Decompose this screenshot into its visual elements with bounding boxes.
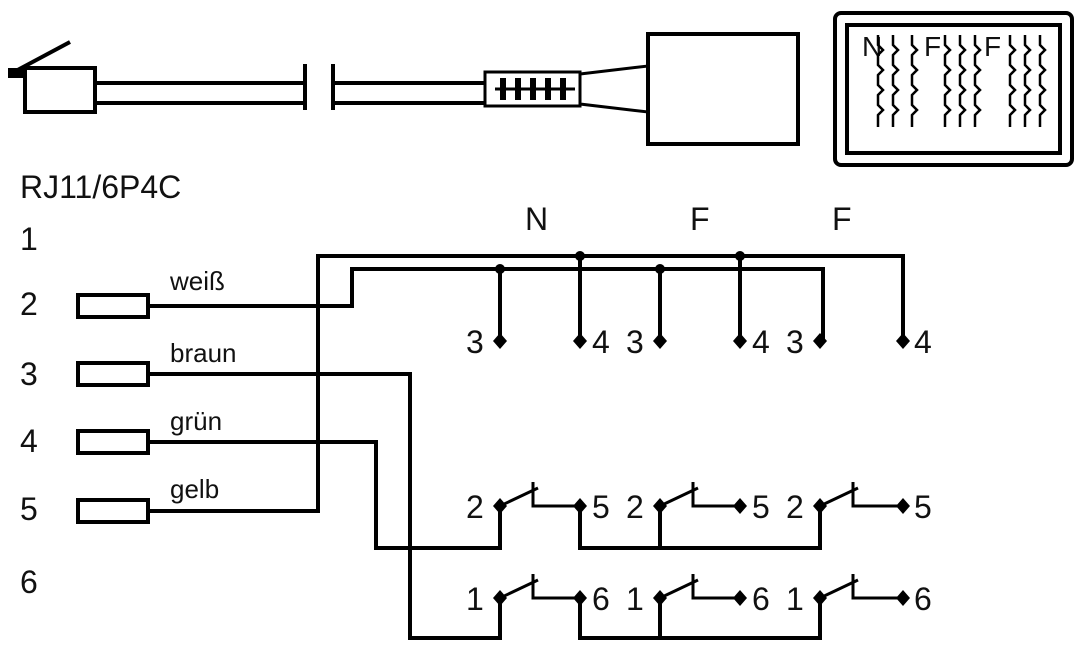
socket-housing xyxy=(646,32,800,146)
cable-right xyxy=(331,64,485,110)
switch-6-f2: 6 xyxy=(914,581,932,617)
upper-terminal-diamonds xyxy=(493,333,910,349)
cable-illustration xyxy=(8,32,800,146)
connector-type-label: RJ11/6P4C xyxy=(20,169,181,205)
terminal-3-f2: 3 xyxy=(786,324,804,360)
pin-label-5: 5 xyxy=(20,491,38,527)
terminal-4-f1: 4 xyxy=(752,324,770,360)
terminal-4-f2: 4 xyxy=(914,324,932,360)
terminal-3-n: 3 xyxy=(466,324,484,360)
wire-label-gruen: grün xyxy=(170,406,222,436)
pin-label-4: 4 xyxy=(20,423,38,459)
nff-socket-front: N F F xyxy=(833,11,1074,167)
switch-5-f2: 5 xyxy=(914,489,932,525)
wire-lines xyxy=(148,254,905,640)
terminal-4-n: 4 xyxy=(592,324,610,360)
pin-box-3 xyxy=(76,361,150,387)
wire-label-braun: braun xyxy=(170,338,237,368)
switch-5-n: 5 xyxy=(592,489,610,525)
switch-2-n: 2 xyxy=(466,489,484,525)
wire-label-weiss: weiß xyxy=(169,266,225,296)
switch-5-f1: 5 xyxy=(752,489,770,525)
junction-dots xyxy=(495,251,745,274)
wire-label-gelb: gelb xyxy=(170,474,219,504)
pin-box-5 xyxy=(76,498,150,524)
switch-6-f1: 6 xyxy=(752,581,770,617)
cable-left xyxy=(95,64,307,110)
socket-letter-f2: F xyxy=(984,31,1001,62)
strain-relief xyxy=(483,64,650,114)
label-f2: F xyxy=(832,201,852,237)
pin-label-2: 2 xyxy=(20,286,38,322)
socket-letter-f1: F xyxy=(924,31,941,62)
pin-label-3: 3 xyxy=(20,356,38,392)
switch-2-f2: 2 xyxy=(786,489,804,525)
rj11-plug xyxy=(8,40,97,114)
pin-box-4 xyxy=(76,429,150,455)
pin-label-1: 1 xyxy=(20,221,38,257)
switch-row-2-contacts xyxy=(493,482,910,514)
switch-1-f1: 1 xyxy=(626,581,644,617)
label-n: N xyxy=(525,201,548,237)
switch-row-1-contacts xyxy=(493,574,910,606)
pin-box-2 xyxy=(76,293,150,319)
switch-6-n: 6 xyxy=(592,581,610,617)
switch-1-f2: 1 xyxy=(786,581,804,617)
label-f1: F xyxy=(690,201,710,237)
socket-contacts xyxy=(876,35,1047,127)
switch-2-f1: 2 xyxy=(626,489,644,525)
switch-1-n: 1 xyxy=(466,581,484,617)
pin-label-6: 6 xyxy=(20,564,38,600)
terminal-3-f1: 3 xyxy=(626,324,644,360)
